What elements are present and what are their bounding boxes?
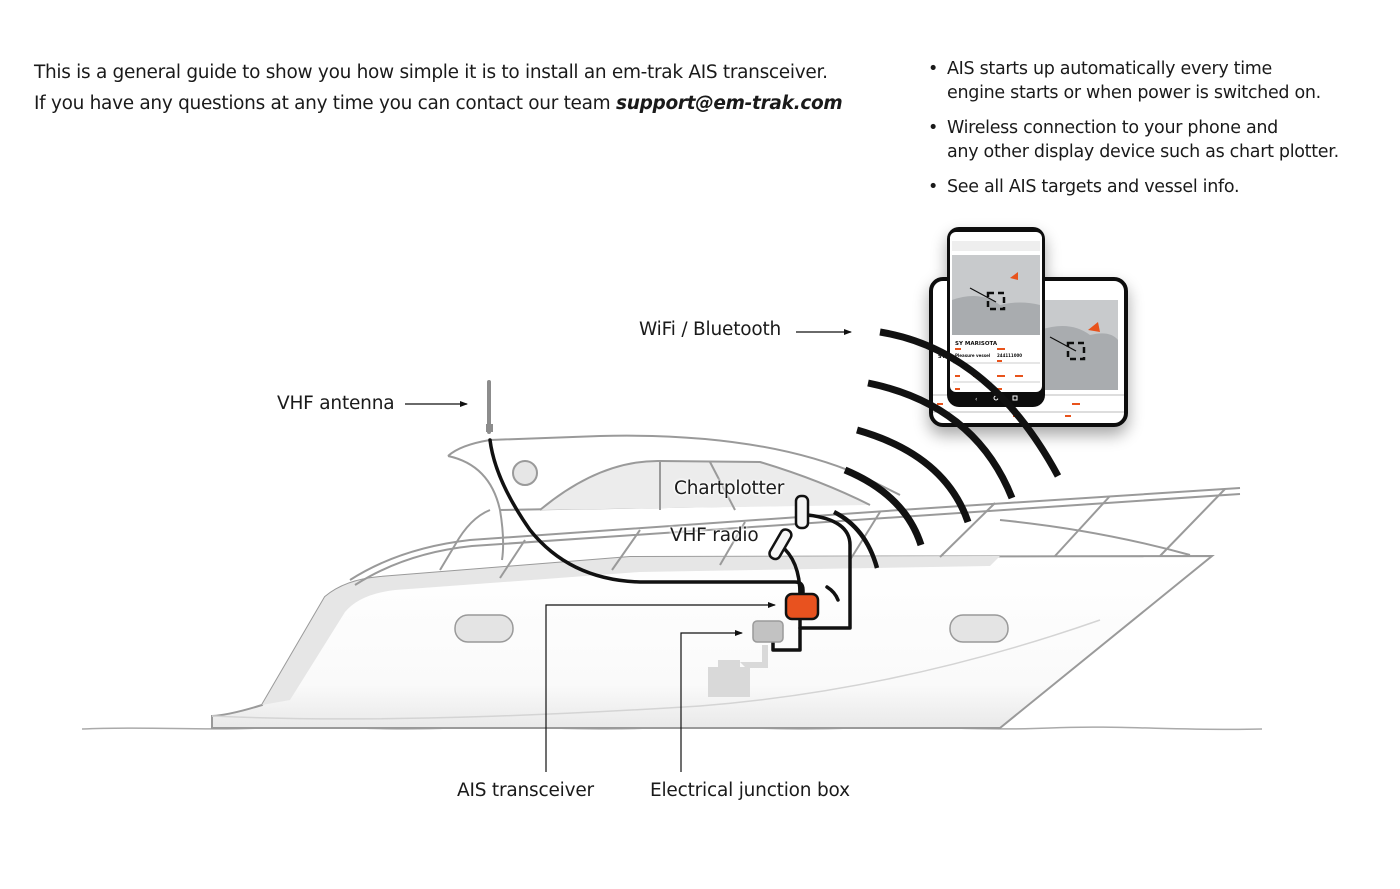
- feature-line: any other display device such as chart p…: [947, 142, 1339, 162]
- feature-line: engine starts or when power is switched …: [947, 83, 1321, 103]
- bullet-icon: •: [928, 59, 939, 79]
- boat-railing: [349, 487, 1241, 586]
- feature-line: See all AIS targets and vessel info.: [947, 177, 1240, 197]
- junction-box-label: Electrical junction box: [650, 780, 850, 801]
- recents-nav-icon: [1012, 395, 1018, 401]
- bullet-icon: •: [928, 177, 939, 197]
- chartplotter-label: Chartplotter: [674, 478, 785, 499]
- junction-box-icon: [752, 620, 784, 643]
- porthole: [454, 614, 514, 643]
- chartplotter-icon: [794, 494, 810, 530]
- intro-line-1: This is a general guide to show you how …: [34, 62, 828, 83]
- intro-text: This is a general guide to show you how …: [34, 57, 843, 119]
- intro-line-2: If you have any questions at any time yo…: [34, 88, 843, 119]
- feature-list: • AIS starts up automatically every time…: [928, 57, 1347, 210]
- feature-item: • See all AIS targets and vessel info.: [928, 175, 1347, 199]
- back-nav-icon: ‹: [975, 396, 977, 403]
- feature-line: Wireless connection to your phone and: [947, 118, 1278, 138]
- ais-transceiver-label: AIS transceiver: [457, 780, 594, 801]
- wireless-waves-icon: [832, 328, 1062, 569]
- vhf-antenna-icon: [486, 380, 493, 434]
- vessel-type: Pleasure vessel: [955, 353, 991, 358]
- porthole: [949, 614, 1009, 643]
- feature-item: • AIS starts up automatically every time…: [928, 57, 1347, 105]
- leader-lines: [405, 329, 852, 772]
- feature-item: • Wireless connection to your phone and …: [928, 116, 1347, 164]
- ais-transceiver-icon: [784, 592, 820, 621]
- bullet-icon: •: [928, 118, 939, 138]
- wifi-bluetooth-label: WiFi / Bluetooth: [639, 319, 782, 340]
- vhf-antenna-label: VHF antenna: [277, 393, 395, 414]
- boat-hull: [211, 554, 1215, 729]
- devices-illustration: SY M SY MARISOTA Pleasure vessel 2441110…: [929, 227, 1128, 427]
- vessel-name: SY MARISOTA: [955, 341, 998, 347]
- vhf-radio-label: VHF radio: [670, 525, 759, 546]
- boat-cabin: [439, 434, 901, 571]
- vessel-mmsi: 244111000: [997, 353, 1022, 358]
- feature-line: AIS starts up automatically every time: [947, 59, 1273, 79]
- battery-icon: [708, 645, 768, 697]
- intro-line-2-text: If you have any questions at any time yo…: [34, 93, 616, 114]
- vhf-radio-icon: [768, 528, 793, 561]
- support-email-link[interactable]: support@em-trak.com: [615, 93, 843, 114]
- phone-icon: SY MARISOTA Pleasure vessel 244111000 ‹: [947, 227, 1045, 407]
